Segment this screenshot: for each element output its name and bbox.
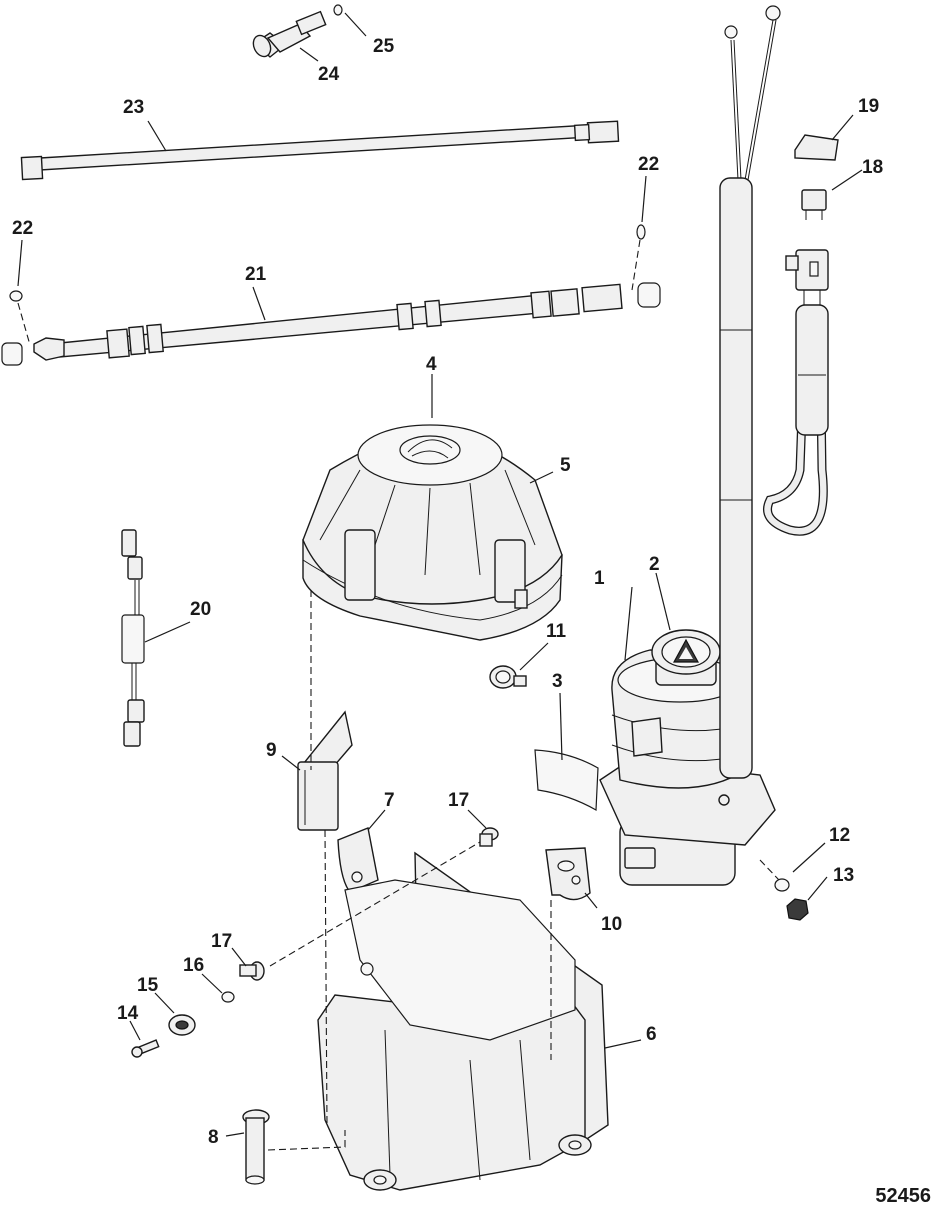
fitting-part [252,10,327,58]
washer-part-16 [221,991,235,1003]
o-ring-left-guide [17,302,31,346]
bolt-part-17-upper [479,827,499,847]
callout-9: 9 [266,740,277,761]
fuse-part-18 [801,189,827,220]
logo-emblem-icon [399,435,461,465]
o-ring-right-guide [631,239,641,291]
figure-id: 52456 [875,1185,931,1207]
fuse-cover-part-19 [794,134,839,161]
guide-bracket-tray [324,829,328,1126]
tray-part-6 [317,851,609,1191]
bolt-part-17-lower [239,961,265,981]
guide-bolt [269,841,481,967]
clip-part-7 [337,827,379,893]
callout-1: 1 [594,568,605,589]
callout-18: 18 [862,157,883,178]
callout-11: 11 [546,621,567,642]
o-ring-left [9,290,23,302]
callout-2: 2 [649,554,660,575]
hose-cap-right [637,282,661,308]
callout-7: 7 [384,790,395,811]
warning-triangle-icon [672,638,700,663]
callout-8: 8 [208,1127,219,1148]
callout-22-left: 22 [12,218,33,239]
callout-16: 16 [183,955,204,976]
washer-part-12 [774,878,790,892]
grommet-part-15 [168,1014,196,1036]
callout-20: 20 [190,599,211,620]
clip-part-10 [545,847,591,901]
guide-pin [267,1130,346,1151]
callout-13: 13 [833,865,854,886]
callout-6: 6 [646,1024,657,1045]
strap-part-3 [534,749,599,812]
nut-part-13 [786,898,809,921]
pin-part-8 [242,1109,270,1185]
hose-part-23 [20,120,620,181]
callout-17-upper: 17 [448,790,469,811]
callout-22-right: 22 [638,154,659,175]
hose-clamp-part [489,665,527,689]
callout-19: 19 [858,96,879,117]
callout-10: 10 [601,914,622,935]
o-ring-right [636,224,646,240]
wiring-harness-part [121,529,145,747]
bracket-part-9 [297,710,353,831]
leader-lines [17,12,863,1137]
callout-24: 24 [318,64,340,85]
callout-14: 14 [117,1003,139,1024]
callout-23: 23 [123,97,144,118]
fuse-holder-part [785,249,829,305]
screw-part-14 [131,1039,160,1058]
hose-part-21 [33,283,623,361]
callout-5: 5 [560,455,571,476]
o-ring-part [333,4,343,16]
callout-25: 25 [373,36,395,57]
cover-part [302,424,563,641]
callout-3: 3 [552,671,563,692]
callout-17-lower: 17 [211,931,232,952]
callout-12: 12 [829,825,850,846]
power-cable-part [719,5,829,779]
guide-washer [759,859,780,881]
callout-15: 15 [137,975,159,996]
callout-4: 4 [426,354,437,375]
hose-cap-left [1,342,23,366]
callout-21: 21 [245,264,267,285]
